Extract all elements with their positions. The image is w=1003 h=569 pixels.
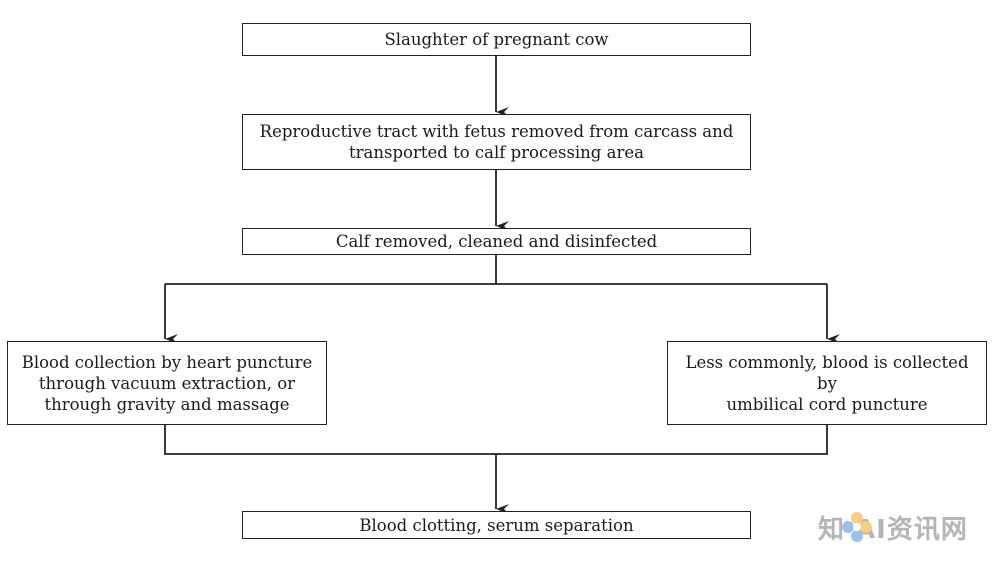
split-connector: [165, 255, 497, 285]
step-blood-clotting-box: Blood clotting, serum separation: [242, 511, 751, 539]
step-reproductive-tract-label: Reproductive tract with fetus removed fr…: [259, 122, 734, 162]
step-calf-cleaning-label: Calf removed, cleaned and disinfected: [335, 232, 658, 251]
step-reproductive-tract-box: Reproductive tract with fetus removed fr…: [242, 114, 751, 170]
step-blood-clotting-label: Blood clotting, serum separation: [359, 515, 634, 535]
step-heart-puncture-box: Blood collection by heart puncture throu…: [7, 341, 327, 425]
site-watermark: 知 AI资讯网: [818, 506, 990, 548]
step-calf-cleaning-box: Calf removed, cleaned and disinfected: [242, 228, 751, 255]
step-slaughter-label: Slaughter of pregnant cow: [384, 30, 609, 49]
step-umbilical-puncture-label: Less commonly, blood is collected by umb…: [685, 352, 969, 414]
step-slaughter-box: Slaughter of pregnant cow: [242, 23, 751, 56]
flower-logo-icon: [842, 512, 872, 542]
merge-connector: [164, 425, 828, 455]
step-heart-puncture-label: Blood collection by heart puncture throu…: [21, 352, 313, 414]
step-umbilical-puncture-box: Less commonly, blood is collected by umb…: [667, 341, 987, 425]
